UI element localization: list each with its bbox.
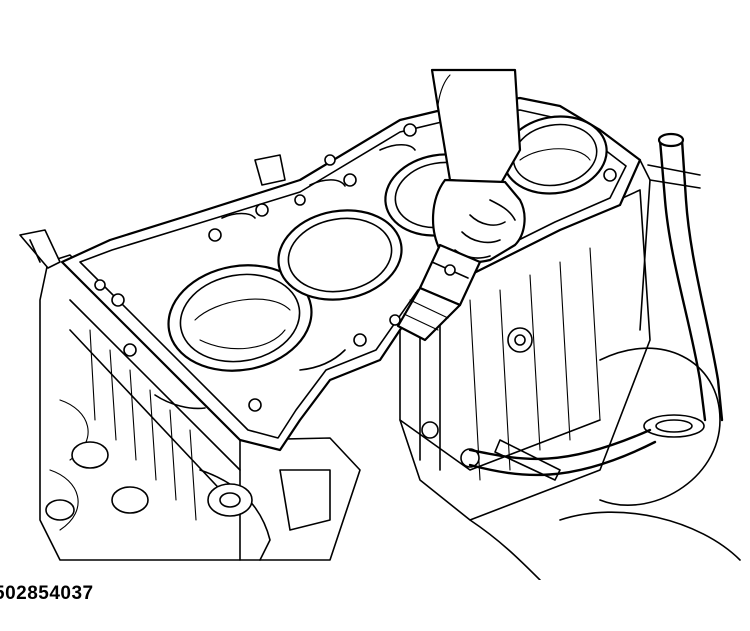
hand-with-scraper — [396, 68, 526, 342]
engine-block-gasket-illustration — [19, 68, 741, 580]
engine-block-body — [39, 254, 361, 561]
figure-id-label: 502854037 — [0, 583, 94, 604]
water-pipe — [468, 132, 724, 481]
